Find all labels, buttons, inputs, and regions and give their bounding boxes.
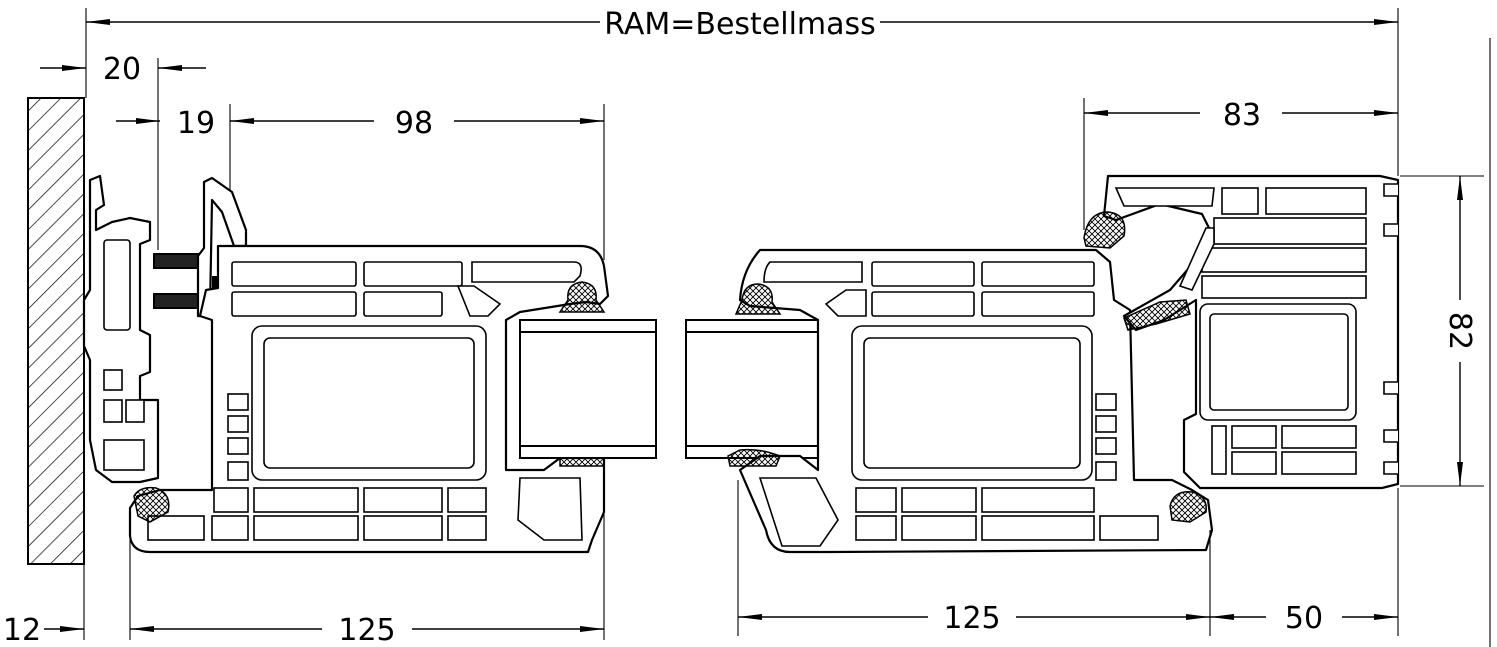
sash-chamber xyxy=(1231,451,1277,475)
gasket-glazing-inner-right xyxy=(727,448,781,467)
dim-wall-left-label: 12 xyxy=(3,613,41,647)
hardware-groove xyxy=(1383,461,1398,475)
frame-chamber xyxy=(227,393,249,411)
sash-chamber xyxy=(1114,187,1215,207)
frame-chamber xyxy=(871,291,975,317)
frame-chamber xyxy=(855,515,897,541)
hardware-groove xyxy=(1383,381,1398,395)
frame-chamber xyxy=(253,515,359,541)
frame-chamber xyxy=(901,515,977,541)
frame-chamber xyxy=(213,487,249,513)
frame-chamber xyxy=(517,477,583,541)
glazing-unit xyxy=(519,319,819,459)
adapter-chamber xyxy=(103,399,123,423)
adapter-chamber xyxy=(103,239,131,331)
sash-chamber xyxy=(1201,275,1367,299)
frame-chamber xyxy=(363,515,443,541)
frame-chamber xyxy=(456,285,502,317)
frame-chamber xyxy=(824,289,867,317)
sash-chamber xyxy=(1201,247,1367,273)
frame-chamber xyxy=(758,477,839,547)
brush-seal-top xyxy=(153,253,205,269)
frame-chamber xyxy=(447,487,487,513)
glass-pane-left xyxy=(519,319,657,459)
dim-frame-width-right-label: 125 xyxy=(943,601,1000,636)
dim-frame-offset-label: 19 xyxy=(177,106,215,141)
steel-reinforcement xyxy=(263,337,475,469)
hardware-groove xyxy=(1383,429,1398,443)
frame-chamber xyxy=(1095,393,1117,411)
gasket-glazing-outer-right xyxy=(734,283,782,315)
frame-chamber xyxy=(1095,461,1117,481)
sash-chamber xyxy=(1265,187,1367,215)
gasket-sash-stop xyxy=(1083,211,1126,249)
frame-chamber xyxy=(363,291,443,317)
dim-height-label: 82 xyxy=(1442,312,1477,350)
dimension-lines: RAM=Bestellmass 20 19 98 83 82 12 xyxy=(3,7,1491,647)
dim-frame-depth-label: 98 xyxy=(395,106,433,141)
dim-sash-overlap-label: 50 xyxy=(1285,601,1323,636)
sash-chamber xyxy=(1281,425,1357,449)
sash-chamber xyxy=(1211,425,1227,475)
glass-pane-right xyxy=(685,319,819,459)
sash-chamber xyxy=(1231,425,1277,449)
right-sash-profile xyxy=(1083,174,1400,490)
gasket-frame-left xyxy=(133,486,170,523)
dim-sash-right-label: 83 xyxy=(1223,98,1261,133)
right-frame-profile xyxy=(727,248,1214,554)
clip-profile xyxy=(196,176,248,318)
sash-chamber xyxy=(1178,227,1215,291)
frame-chamber xyxy=(227,437,249,455)
frame-chamber xyxy=(901,487,977,513)
hardware-groove xyxy=(1383,183,1398,197)
steel-reinforcement xyxy=(863,337,1081,469)
frame-chamber xyxy=(231,261,357,287)
frame-chamber xyxy=(1099,515,1159,541)
frame-chamber xyxy=(1095,415,1117,433)
frame-chamber xyxy=(471,261,582,283)
frame-chamber xyxy=(981,487,1095,513)
frame-chamber xyxy=(981,261,1095,287)
adapter-chamber xyxy=(103,439,145,471)
left-frame-profile xyxy=(128,244,610,554)
frame-chamber xyxy=(363,487,443,513)
frame-chamber xyxy=(855,487,897,513)
sash-chamber xyxy=(1281,451,1357,475)
frame-chamber xyxy=(253,487,359,513)
frame-chamber xyxy=(211,515,249,541)
frame-chamber xyxy=(1095,437,1117,455)
frame-chamber xyxy=(763,261,863,283)
adapter-chamber xyxy=(103,369,123,391)
frame-chamber xyxy=(981,291,1095,317)
frame-chamber xyxy=(227,415,249,433)
frame-chamber xyxy=(231,291,357,317)
sash-chamber xyxy=(1213,217,1367,245)
dim-wall-gap-label: 20 xyxy=(103,52,141,87)
adapter-chamber xyxy=(125,399,145,423)
frame-chamber xyxy=(147,515,205,541)
dim-frame-width-left-label: 125 xyxy=(338,613,395,647)
brush-seal-bottom xyxy=(153,293,205,309)
hardware-groove xyxy=(1383,223,1398,237)
frame-chamber xyxy=(981,515,1095,541)
frame-chamber xyxy=(447,515,487,541)
gasket-frame-right xyxy=(1169,491,1207,523)
frame-chamber xyxy=(871,261,975,287)
dim-overall-label: RAM=Bestellmass xyxy=(604,7,876,42)
frame-chamber xyxy=(227,461,249,481)
wall-hatch xyxy=(27,97,85,565)
sash-reinforcement xyxy=(1209,313,1349,411)
frame-chamber xyxy=(363,261,463,287)
gasket-sash-center xyxy=(1123,299,1191,331)
sash-chamber xyxy=(1221,187,1259,215)
wall-section xyxy=(27,97,85,565)
gasket-glazing-outer-left xyxy=(558,281,606,313)
